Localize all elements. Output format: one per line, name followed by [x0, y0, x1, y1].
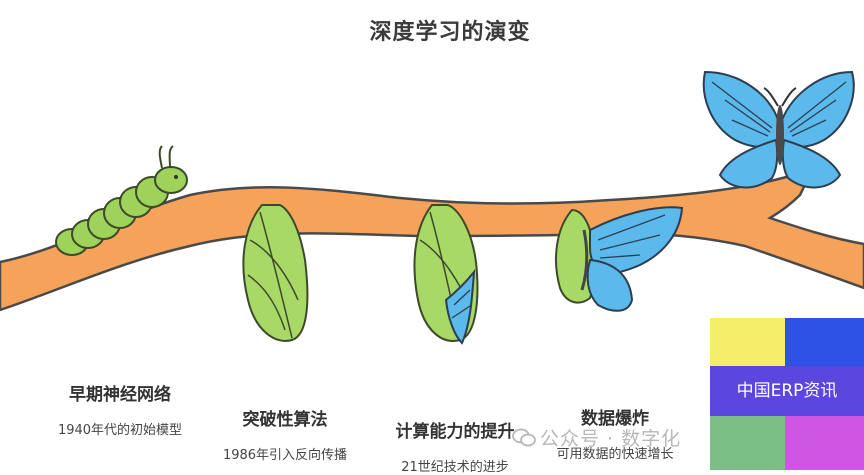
overlay-magenta-block [785, 416, 864, 470]
stage-4-heading: 数据爆炸 [581, 409, 649, 429]
overlay-text: 中国ERP资讯 [710, 366, 864, 416]
cocoon-stage-3 [413, 204, 479, 345]
watermark-text: 公众号 · 数字化 [540, 428, 682, 450]
cocoon-stage-2 [242, 204, 309, 342]
stage-2-subtitle: 1986年引入反向传播 [222, 448, 348, 463]
stage-4: 数据爆炸 可用数据的快速增长 [535, 404, 695, 462]
wechat-icon [512, 428, 536, 447]
stage-3-subtitle: 21世纪技术的进步 [401, 460, 509, 475]
overlay-blue-block [785, 318, 864, 366]
stage-4-subtitle: 可用数据的快速增长 [556, 447, 674, 462]
stage-1-heading: 早期神经网络 [69, 385, 171, 405]
stage-1: 早期神经网络 1940年代的初始模型 [40, 380, 200, 438]
stage-3-heading: 计算能力的提升 [395, 422, 515, 442]
caterpillar [55, 145, 188, 256]
stage-2: 突破性算法 1986年引入反向传播 [205, 405, 365, 463]
stage-1-subtitle: 1940年代的初始模型 [57, 423, 183, 438]
page-title: 深度学习的演变 [369, 20, 531, 45]
stage-2-heading: 突破性算法 [242, 410, 328, 430]
overlay-green-block [710, 416, 785, 470]
overlay-yellow-block [710, 318, 785, 366]
butterfly [702, 70, 855, 189]
watermark: 公众号 · 数字化 [512, 424, 681, 451]
tree-branch [0, 168, 864, 312]
cocoon-stage-4 [555, 206, 684, 312]
overlay-badge: 中国ERP资讯 [710, 318, 864, 470]
